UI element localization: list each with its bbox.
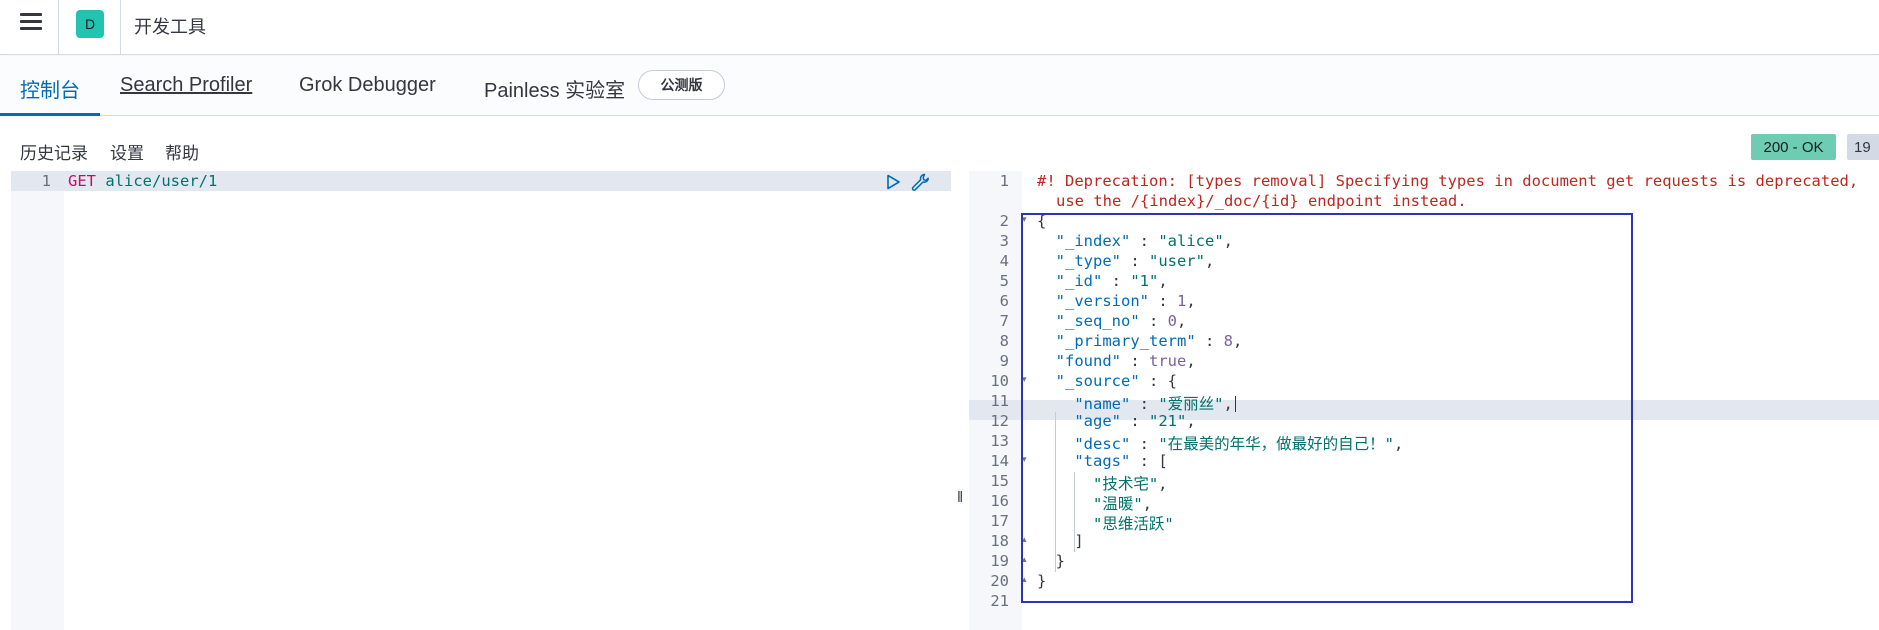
line-number: 1 <box>999 172 1009 190</box>
line-number: 5 <box>999 272 1009 290</box>
settings-button[interactable]: 设置 <box>110 144 144 163</box>
json-line: "_source" : { <box>1055 372 1177 390</box>
line-number: 9 <box>999 352 1009 370</box>
fold-toggle-icon[interactable]: ▴ <box>1022 554 1027 564</box>
fold-toggle-icon[interactable]: ▾ <box>1022 454 1027 464</box>
line-number: 8 <box>999 332 1009 350</box>
line-number: 17 <box>990 512 1009 530</box>
line-number: 11 <box>990 392 1009 410</box>
status-badge: 200 - OK <box>1751 134 1836 160</box>
tab-grok-debugger[interactable]: Grok Debugger <box>299 74 436 96</box>
json-line: { <box>1037 212 1047 230</box>
json-line: } <box>1037 572 1047 590</box>
json-line: "tags" : [ <box>1074 452 1168 470</box>
line-number: 4 <box>999 252 1009 270</box>
line-number: 13 <box>990 432 1009 450</box>
json-line: "温暖", <box>1093 495 1153 513</box>
fold-toggle-icon[interactable]: ▾ <box>1022 214 1027 224</box>
json-line: "_index" : "alice", <box>1055 232 1233 250</box>
help-button[interactable]: 帮助 <box>165 144 199 163</box>
indent-guide <box>1074 472 1075 552</box>
json-line: "_version" : 1, <box>1055 292 1196 310</box>
line-number: 19 <box>990 552 1009 570</box>
request-editor[interactable]: 1 GET alice/user/1 <box>11 171 951 630</box>
line-number: 10 <box>990 372 1009 390</box>
history-button[interactable]: 历史记录 <box>20 144 88 163</box>
tab-search-profiler[interactable]: Search Profiler <box>120 74 253 96</box>
indent-guide <box>1055 412 1056 572</box>
deprecation-warning: #! Deprecation: [types removal] Specifyi… <box>1037 172 1859 190</box>
page-title: 开发工具 <box>134 17 206 37</box>
line-number: 16 <box>990 492 1009 510</box>
response-editor[interactable]: 1 2 3 4 5 6 7 8 9 10 11 12 13 14 15 16 1… <box>969 171 1879 630</box>
deprecation-warning: use the /{index}/_doc/{id} endpoint inst… <box>1056 192 1467 210</box>
json-line: } <box>1037 552 1065 570</box>
console-toolbar: 历史记录 设置 帮助 200 - OK 19 <box>0 117 1879 171</box>
drag-handle-icon[interactable]: ‖ <box>957 489 964 506</box>
line-number: 15 <box>990 472 1009 490</box>
active-line <box>11 171 951 191</box>
tab-bar: 控制台 Search Profiler Grok Debugger Painle… <box>0 56 1879 116</box>
json-line: ] <box>1037 532 1084 550</box>
space-avatar[interactable]: D <box>76 10 104 38</box>
json-line: "_primary_term" : 8, <box>1055 332 1243 350</box>
json-line: "found" : true, <box>1055 352 1196 370</box>
line-number: 18 <box>990 532 1009 550</box>
beta-badge: 公测版 <box>638 70 725 100</box>
fold-toggle-icon[interactable]: ▴ <box>1022 534 1027 544</box>
line-number: 3 <box>999 232 1009 250</box>
line-number: 7 <box>999 312 1009 330</box>
tab-painless-lab[interactable]: Painless 实验室 <box>484 80 626 102</box>
line-gutter <box>11 171 64 630</box>
pane-resizer[interactable]: ‖ <box>952 171 968 630</box>
top-header: D 开发工具 <box>0 0 1879 55</box>
fold-toggle-icon[interactable]: ▴ <box>1022 574 1027 584</box>
line-number: 1 <box>41 172 51 190</box>
json-line: "_type" : "user", <box>1055 252 1215 270</box>
request-time-badge: 19 <box>1847 134 1879 160</box>
hamburger-menu-icon[interactable] <box>18 13 44 35</box>
line-number: 2 <box>999 212 1009 230</box>
json-line: "name" : "爱丽丝", <box>1037 392 1236 414</box>
http-method: GET <box>68 172 96 190</box>
json-line: "desc" : "在最美的年华，做最好的自己！", <box>1074 435 1404 453</box>
active-tab-indicator <box>0 113 100 116</box>
json-line: "思维活跃" <box>1093 515 1174 533</box>
json-line: "age" : "21", <box>1074 412 1196 430</box>
divider <box>120 0 121 55</box>
tab-console[interactable]: 控制台 <box>20 80 80 102</box>
play-icon[interactable] <box>885 174 901 190</box>
request-url: alice/user/1 <box>105 172 218 190</box>
request-line[interactable]: GET alice/user/1 <box>68 172 217 190</box>
json-line: "_seq_no" : 0, <box>1055 312 1187 330</box>
json-line: "技术宅", <box>1093 475 1168 493</box>
fold-toggle-icon[interactable]: ▾ <box>1022 374 1027 384</box>
line-number: 21 <box>990 592 1009 610</box>
json-line: "_id" : "1", <box>1055 272 1168 290</box>
line-number: 6 <box>999 292 1009 310</box>
line-number: 14 <box>990 452 1009 470</box>
line-number: 12 <box>990 412 1009 430</box>
line-number: 20 <box>990 572 1009 590</box>
wrench-icon[interactable] <box>911 173 931 191</box>
text-cursor <box>1234 396 1236 412</box>
divider <box>58 0 59 55</box>
active-line <box>969 400 1879 420</box>
